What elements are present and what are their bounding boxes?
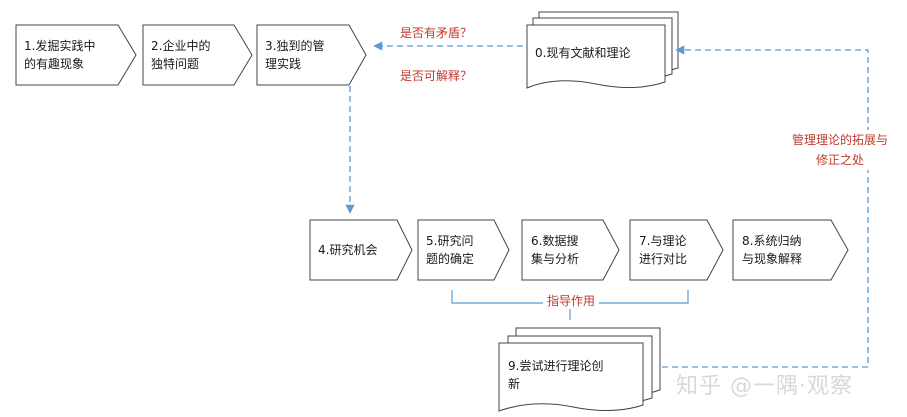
annotation-theory-extension: 管理理论的拓展与 修正之处 (780, 130, 900, 170)
step-8-label: 8.系统归纳与现象解释 (742, 234, 803, 266)
step-4-label: 4.研究机会 (318, 243, 378, 257)
step-1-chevron (15, 24, 137, 86)
arrow-9-to-0-feedback (662, 45, 869, 368)
step-9-label: 9.尝试进行理论创新 (508, 359, 604, 391)
step-4-chevron (309, 219, 413, 281)
step-5-label: 5.研究问题的确定 (426, 234, 475, 266)
step-6-chevron (521, 219, 620, 281)
step-9-document-stack (498, 327, 661, 412)
step-2-chevron (142, 24, 253, 86)
annotation-explainable: 是否可解释？ (400, 69, 473, 83)
step-8-chevron (732, 219, 849, 281)
step-2-label: 2.企业中的独特问题 (151, 39, 211, 71)
step-5-chevron (417, 219, 510, 281)
watermark: 知乎 @一隅·观察 (676, 374, 853, 399)
step-0-label: 0.现有文献和理论 (535, 46, 631, 60)
step-1-label: 1.发掘实践中的有趣现象 (24, 39, 96, 71)
step-3-label: 3.独到的管理实践 (265, 39, 325, 71)
step-7-label: 7.与理论进行对比 (639, 234, 688, 266)
annotation-guidance: 指导作用 (543, 292, 600, 309)
step-3-chevron (256, 24, 367, 86)
step-6-label: 6.数据搜集与分析 (531, 234, 580, 266)
step-7-chevron (629, 219, 724, 281)
step-0-document-stack (526, 11, 679, 89)
annotation-contradiction: 是否有矛盾？ (400, 26, 473, 40)
